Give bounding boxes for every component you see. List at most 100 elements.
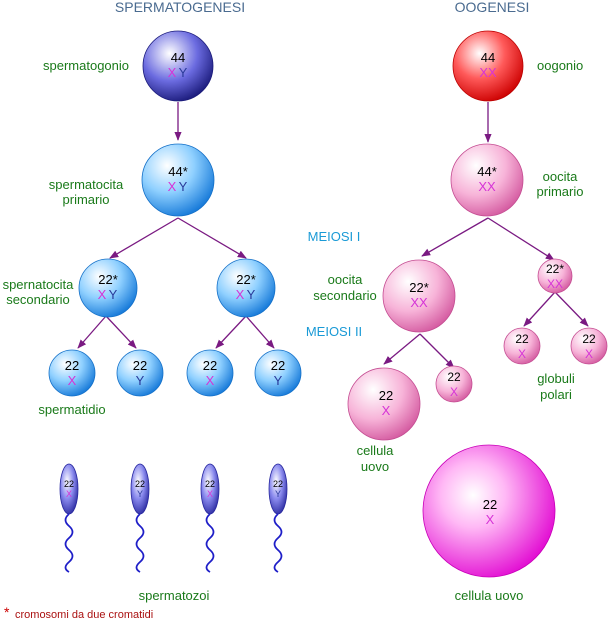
chromosome-count: 22: [271, 358, 285, 373]
label-polar-bodies-line1: globuli: [537, 371, 575, 386]
arrow-polar-split-right: [554, 291, 589, 327]
label-ovum-small-line1: cellula: [357, 443, 395, 458]
label-spermatozoa: spermatozoi: [139, 588, 210, 603]
sex-chromosome-x: X: [518, 347, 526, 361]
label-secondary-spermatocyte-line1: spernatocita: [3, 277, 75, 292]
sex-chromosome-x: X: [236, 287, 245, 302]
spermatozoon-1: 22 X: [59, 463, 79, 573]
label-primary-spermatocyte-line1: spermatocita: [49, 177, 124, 192]
cell-body: [422, 444, 556, 578]
chromosome-count: 22: [65, 358, 79, 373]
sex-chromosome-y: Y: [275, 489, 281, 499]
cell-spermatid-4: 22 Y: [254, 349, 302, 397]
footnote-text: cromosomi da due cromatidi: [15, 609, 153, 621]
label-secondary-oocyte-line1: oocita: [328, 272, 363, 287]
chromosome-count: 22: [447, 370, 461, 384]
sex-chromosome-x: X: [486, 512, 495, 527]
sex-chromosome-x: X: [168, 179, 177, 194]
arrow-primary-to-secondary-right: [177, 217, 247, 259]
sex-chromosome-x: X: [98, 287, 107, 302]
cell-body: [503, 327, 541, 365]
cell-spermatogonium: 44 X Y: [142, 30, 214, 102]
sex-chromosome-x: X: [207, 489, 213, 499]
label-primary-spermatocyte-line2: primario: [63, 192, 110, 207]
cell-body: [116, 349, 164, 397]
cell-body: [216, 258, 276, 318]
label-oogonium: oogonio: [537, 58, 583, 73]
chromosome-count: 22: [582, 332, 596, 346]
arrow-primary-to-polar-body: [487, 217, 555, 261]
cell-body: [186, 349, 234, 397]
sex-chromosome-x: X: [66, 489, 72, 499]
sperm-tail: [273, 513, 283, 573]
cell-body: [452, 30, 524, 102]
cell-body: [450, 143, 524, 217]
cell-secondary-spermatocyte-right: 22* X Y: [216, 258, 276, 318]
chromosome-count: 44: [171, 50, 185, 65]
label-primary-oocyte-line2: primario: [537, 184, 584, 199]
cell-first-polar-body: 22* XX: [537, 258, 573, 294]
arrow-secondary-to-spermatid-1: [77, 315, 107, 349]
sex-chromosome-x: X: [206, 373, 215, 388]
phase-meiosis-1: MEIOSI I: [308, 229, 361, 244]
arrow-secondary-to-spermatid-3: [215, 315, 247, 349]
cell-polar-body-right: 22 X: [570, 327, 608, 365]
arrow-secondary-to-polar: [419, 333, 455, 369]
cell-second-polar-body: 22 X: [435, 365, 473, 403]
spermatozoon-4: 22 Y: [268, 463, 288, 573]
sex-chromosome-y: Y: [179, 179, 188, 194]
sex-chromosome-y: Y: [109, 287, 118, 302]
cell-ovum-small: 22 X: [347, 367, 421, 441]
cell-body: [78, 258, 138, 318]
chromosome-count: 22: [515, 332, 529, 346]
label-secondary-oocyte-line2: secondario: [313, 288, 377, 303]
title-spermatogenesis: SPERMATOGENESI: [115, 0, 245, 15]
chromosome-count: 22*: [409, 280, 429, 295]
chromosome-count: 44*: [477, 164, 497, 179]
chromosome-count: 22: [133, 358, 147, 373]
arrow-secondary-to-spermatid-2: [105, 315, 137, 349]
sex-chromosome-x: X: [382, 403, 391, 418]
sex-chromosome-y: Y: [136, 373, 145, 388]
chromosome-count: 22: [205, 479, 215, 489]
label-secondary-spermatocyte-line2: secondario: [6, 292, 70, 307]
sperm-tail: [64, 513, 74, 573]
cell-primary-spermatocyte: 44* X Y: [141, 143, 215, 217]
spermatozoon-2: 22 Y: [130, 463, 150, 573]
lineage-arrows: [77, 102, 589, 369]
sex-chromosome-y: Y: [274, 373, 283, 388]
cell-body: [141, 143, 215, 217]
sex-chromosome-x: X: [450, 385, 458, 399]
cell-secondary-oocyte: 22* XX: [382, 259, 456, 333]
arrow-secondary-to-spermatid-4: [245, 315, 275, 349]
phase-meiosis-2: MEIOSI II: [306, 324, 362, 339]
cell-body: [537, 258, 573, 294]
cell-spermatid-2: 22 Y: [116, 349, 164, 397]
chromosome-count: 22: [203, 358, 217, 373]
chromosome-count: 22: [379, 388, 393, 403]
arrow-primary-to-secondary-oocyte: [421, 217, 489, 257]
cell-secondary-spermatocyte-left: 22* X Y: [78, 258, 138, 318]
cell-body: [570, 327, 608, 365]
cell-polar-body-left: 22 X: [503, 327, 541, 365]
chromosome-count: 22: [135, 479, 145, 489]
cell-body: [142, 30, 214, 102]
arrow-secondary-to-egg: [383, 333, 421, 365]
sex-chromosome-x: X: [168, 65, 177, 80]
sex-chromosome-x: X: [585, 347, 593, 361]
label-ovum-large: cellula uovo: [455, 588, 524, 603]
sex-chromosomes: XX: [547, 277, 563, 291]
cell-spermatid-1: 22 X: [48, 349, 96, 397]
arrow-polar-split-left: [523, 291, 556, 327]
sex-chromosome-y: Y: [247, 287, 256, 302]
label-polar-bodies-line2: polari: [540, 387, 572, 402]
chromosome-count: 22: [64, 479, 74, 489]
label-ovum-small-line2: uovo: [361, 459, 389, 474]
cell-body: [254, 349, 302, 397]
cell-ovum-large: 22 X: [422, 444, 556, 578]
footnote-star: *: [4, 604, 10, 620]
cell-body: [435, 365, 473, 403]
sex-chromosome-x: X: [68, 373, 77, 388]
label-spermatogonium: spermatogonio: [43, 58, 129, 73]
